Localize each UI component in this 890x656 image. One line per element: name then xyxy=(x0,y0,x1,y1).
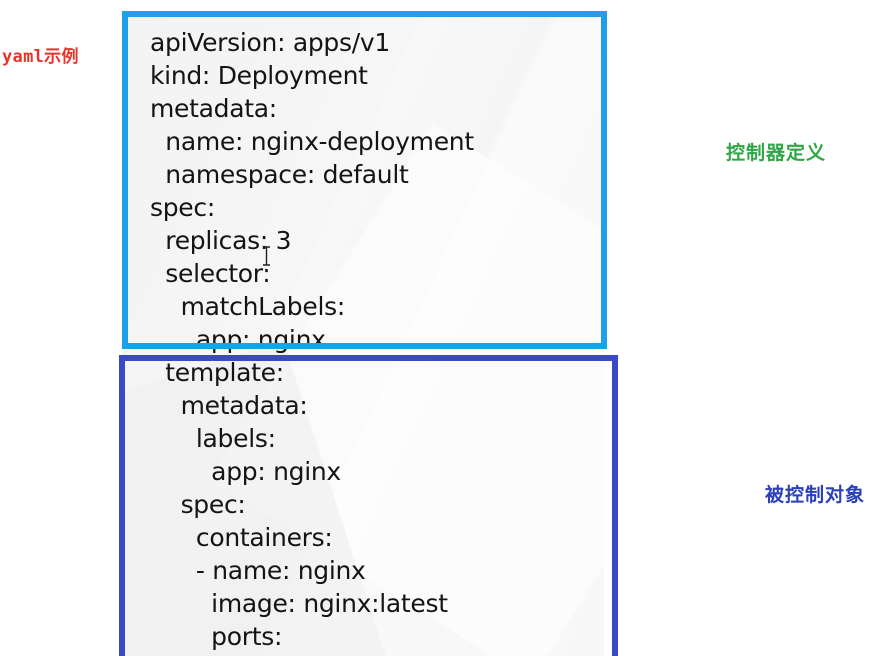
code-line: name: nginx-deployment xyxy=(150,127,474,156)
controller-definition-label: 控制器定义 xyxy=(726,142,827,164)
code-line: namespace: default xyxy=(150,160,409,189)
code-line: image: nginx:latest xyxy=(150,589,448,618)
code-line: containers: xyxy=(150,523,333,552)
code-line: app: nginx xyxy=(150,325,326,354)
code-line: metadata: xyxy=(150,391,308,420)
yaml-example-label: yaml示例 xyxy=(2,47,79,67)
code-line: app: nginx xyxy=(150,457,341,486)
code-panel-background xyxy=(122,12,604,656)
code-line: labels: xyxy=(150,424,276,453)
code-line: template: xyxy=(150,358,284,387)
code-line: selector: xyxy=(150,259,271,288)
code-line: matchLabels: xyxy=(150,292,346,321)
code-line: - name: nginx xyxy=(150,556,366,585)
code-line: spec: xyxy=(150,490,246,519)
code-line: spec: xyxy=(150,193,215,222)
code-line: kind: Deployment xyxy=(150,61,368,90)
text-cursor-icon xyxy=(263,246,270,266)
code-line: apiVersion: apps/v1 xyxy=(150,28,390,57)
code-line: replicas: 3 xyxy=(150,226,292,255)
code-line: ports: xyxy=(150,622,283,651)
code-line: metadata: xyxy=(150,94,277,123)
controlled-object-label: 被控制对象 xyxy=(765,484,866,506)
yaml-code-block: apiVersion: apps/v1 kind: Deployment met… xyxy=(150,26,474,653)
